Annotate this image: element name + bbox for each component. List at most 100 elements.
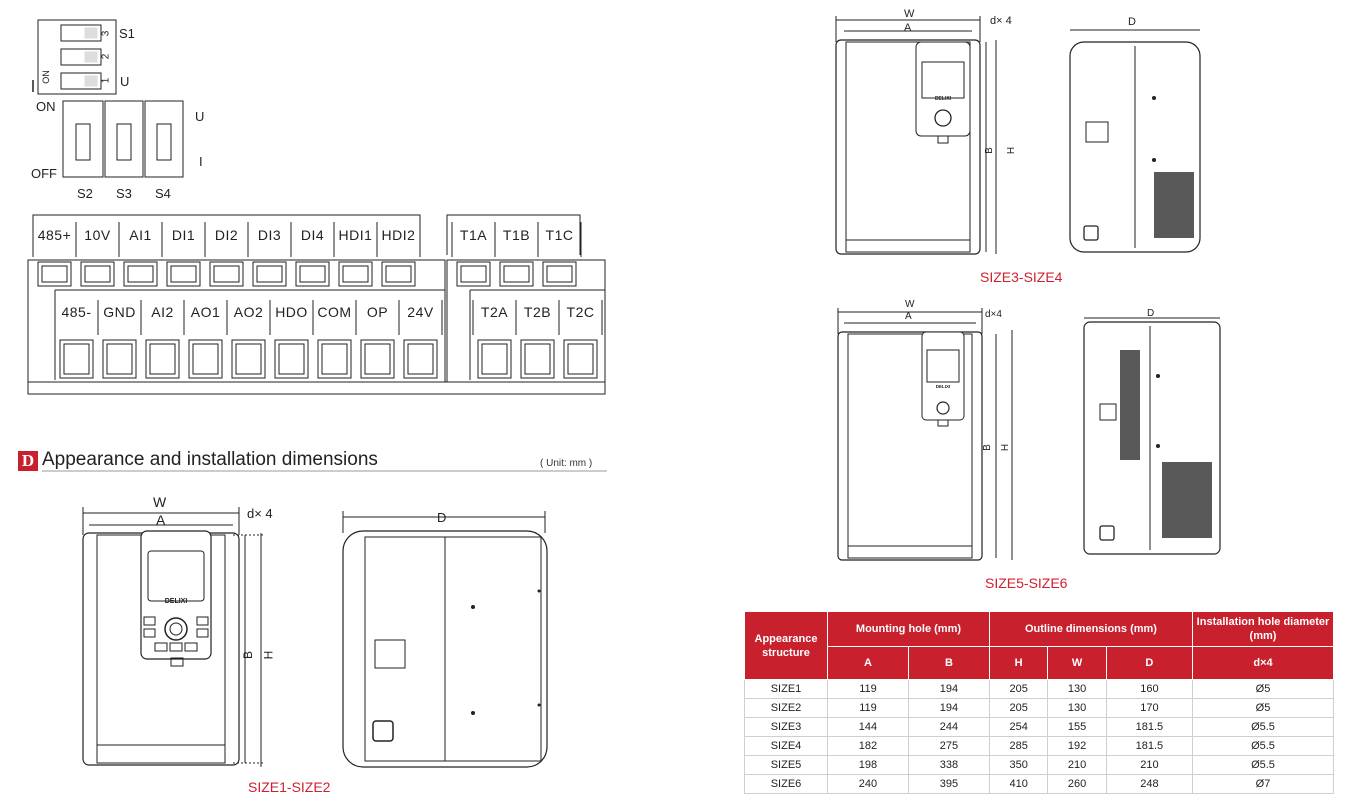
terminal-ai2: AI2 — [151, 304, 174, 320]
size34-a-label: A — [904, 22, 912, 34]
size12-d-holes-label: d× 4 — [247, 506, 273, 521]
value-cell: 119 — [827, 679, 909, 699]
value-cell: 210 — [1105, 755, 1194, 775]
value-cell: 205 — [988, 679, 1049, 699]
terminal-screw — [274, 339, 309, 379]
size56-brand-text: DELIXI — [936, 384, 951, 389]
relay-t1c: T1C — [545, 227, 574, 243]
s1-u-label: U — [120, 74, 130, 89]
size12-h-label: H — [261, 650, 276, 660]
terminal-screw — [102, 339, 137, 379]
size-name-cell: SIZE2 — [744, 698, 828, 718]
terminal-24v: 24V — [407, 304, 434, 320]
size-name-cell: SIZE6 — [744, 774, 828, 794]
size56-w-label: W — [905, 299, 915, 310]
col-header-outline: Outline dimensions (mm) — [988, 611, 1194, 647]
size56-depth-label: D — [1147, 308, 1155, 319]
relay-t2a: T2A — [480, 304, 509, 320]
value-cell: 198 — [827, 755, 909, 775]
size34-brand-text: DELIXI — [935, 96, 952, 102]
value-cell: Ø5 — [1192, 698, 1334, 718]
terminal-op: OP — [366, 304, 389, 320]
table-subheader-row: A B H W D d×4 — [745, 646, 1334, 680]
value-cell: 395 — [907, 774, 990, 794]
terminal-screw — [381, 261, 416, 287]
table-header-row: Appearance structure Mounting hole (mm) … — [744, 611, 1334, 680]
terminal-hdi2: HDI2 — [381, 227, 416, 243]
value-cell: Ø5.5 — [1192, 717, 1334, 737]
col-header-mounting: Mounting hole (mm) — [827, 611, 990, 647]
dip-u-label: U — [195, 109, 205, 124]
dimensions-table: Appearance structure Mounting hole (mm) … — [744, 611, 1334, 794]
value-cell: 338 — [907, 755, 990, 775]
size56-a-label: A — [905, 311, 912, 322]
size56-b-label: B — [981, 444, 993, 451]
terminal-screw — [209, 261, 244, 287]
terminal-ao2: AO2 — [233, 304, 264, 320]
size34-depth-label: D — [1128, 16, 1136, 28]
terminal-di2: DI2 — [214, 227, 239, 243]
relay-t2b: T2B — [523, 304, 552, 320]
size34-d-holes-label: d× 4 — [990, 15, 1012, 27]
terminal-screw — [295, 261, 330, 287]
terminal-screw — [80, 261, 115, 287]
value-cell: 410 — [988, 774, 1049, 794]
terminal-screw — [188, 339, 223, 379]
terminal-screw — [317, 339, 352, 379]
value-cell: 350 — [988, 755, 1049, 775]
section-title: Appearance and installation dimensions — [42, 449, 378, 470]
size56-h-label: H — [1000, 443, 1012, 452]
terminal-screw — [456, 261, 491, 287]
terminal-gnd: GND — [103, 304, 136, 320]
terminal-hdo: HDO — [275, 304, 308, 320]
size34-w-label: W — [904, 8, 915, 20]
value-cell: 285 — [988, 736, 1049, 756]
terminal-485: 485+ — [37, 227, 72, 243]
size12-a-label: A — [156, 512, 166, 528]
value-cell: Ø5.5 — [1192, 736, 1334, 756]
s1-on-label: ON — [40, 70, 51, 84]
s1-label: S1 — [119, 26, 135, 41]
value-cell: 119 — [827, 698, 909, 718]
value-cell: 130 — [1047, 698, 1107, 718]
value-cell: Ø7 — [1192, 774, 1334, 794]
value-cell: 144 — [827, 717, 909, 737]
terminal-screw — [477, 339, 512, 379]
value-cell: 205 — [988, 698, 1049, 718]
value-cell: 240 — [827, 774, 909, 794]
relay-t1a: T1A — [459, 227, 488, 243]
terminal-screw — [563, 339, 598, 379]
terminal-screw — [37, 261, 72, 287]
unit-label: ( Unit: mm ) — [540, 458, 593, 469]
terminal-screw — [520, 339, 555, 379]
value-cell: 192 — [1047, 736, 1107, 756]
value-cell: 210 — [1047, 755, 1107, 775]
terminal-screw — [499, 261, 534, 287]
value-cell: 244 — [907, 717, 990, 737]
terminal-screw — [542, 261, 577, 287]
size34-front-side-view: DELIXI — [835, 16, 1201, 255]
size12-b-label: B — [241, 650, 256, 660]
value-cell: 160 — [1105, 679, 1194, 699]
switch-s2-label: S2 — [77, 186, 93, 201]
terminal-di3: DI3 — [257, 227, 282, 243]
relay-t1b: T1B — [502, 227, 531, 243]
s1-num-2: 2 — [100, 53, 112, 60]
size56-caption: SIZE5-SIZE6 — [985, 575, 1068, 591]
size12-w-label: W — [153, 494, 167, 510]
switch-s3-label: S3 — [116, 186, 132, 201]
switch-s4-label: S4 — [155, 186, 171, 201]
size-name-cell: SIZE3 — [744, 717, 828, 737]
size-name-cell: SIZE5 — [744, 755, 828, 775]
value-cell: 181.5 — [1105, 736, 1194, 756]
size34-h-label: H — [1006, 146, 1018, 155]
value-cell: 194 — [907, 698, 990, 718]
section-underline — [42, 470, 607, 472]
value-cell: 254 — [988, 717, 1049, 737]
terminal-screw — [59, 339, 94, 379]
size56-d-holes-label: d×4 — [985, 309, 1002, 320]
size34-caption: SIZE3-SIZE4 — [980, 269, 1063, 285]
value-cell: 182 — [827, 736, 909, 756]
